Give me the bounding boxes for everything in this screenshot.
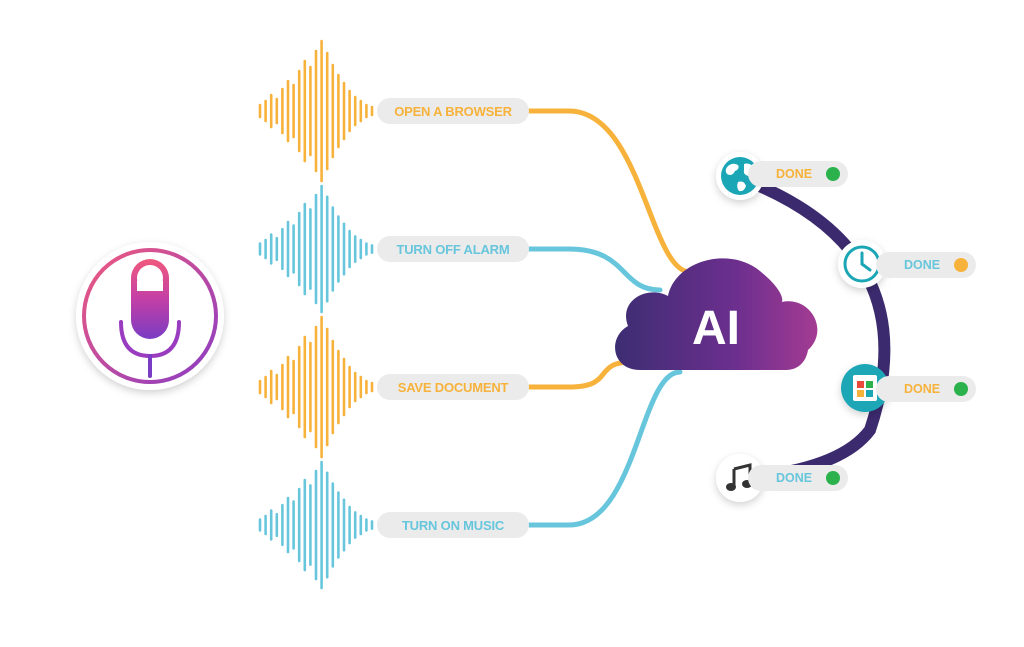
status-dot	[954, 258, 968, 272]
connector-line	[526, 369, 683, 528]
microphone-icon	[119, 259, 181, 378]
microphone-ring	[82, 248, 218, 384]
done-label: DONE	[904, 258, 941, 272]
ai-cloud: AI	[615, 258, 818, 370]
result-pill-document: DONE	[876, 376, 976, 402]
command-pill-save-document[interactable]: SAVE DOCUMENT	[377, 374, 529, 400]
waveform	[258, 460, 374, 590]
status-dot	[826, 471, 840, 485]
command-label: SAVE DOCUMENT	[397, 379, 509, 395]
connector-line	[526, 108, 693, 275]
done-label: DONE	[904, 382, 941, 396]
result-pill-music: DONE	[748, 465, 848, 491]
command-pill-turn-off-alarm[interactable]: TURN OFF ALARM	[377, 236, 529, 262]
done-label: DONE	[776, 471, 813, 485]
done-label: DONE	[776, 167, 813, 181]
waveform	[258, 184, 374, 314]
connector-lines	[526, 108, 693, 528]
connector-line	[526, 246, 663, 293]
command-label: TURN OFF ALARM	[396, 241, 510, 257]
waveforms	[258, 39, 374, 590]
command-pill-open-browser[interactable]: OPEN A BROWSER	[377, 98, 529, 124]
document-icon-graphic	[853, 375, 877, 401]
waveform	[258, 315, 374, 459]
command-pill-turn-on-music[interactable]: TURN ON MUSIC	[377, 512, 529, 538]
command-label: TURN ON MUSIC	[401, 517, 505, 533]
status-dot	[826, 167, 840, 181]
ai-label: AI	[692, 302, 740, 355]
connector-line	[526, 359, 635, 390]
command-label: OPEN A BROWSER	[394, 103, 512, 119]
waveform	[258, 39, 374, 183]
result-pill-browser: DONE	[748, 161, 848, 187]
status-dot	[954, 382, 968, 396]
result-pill-alarm: DONE	[876, 252, 976, 278]
